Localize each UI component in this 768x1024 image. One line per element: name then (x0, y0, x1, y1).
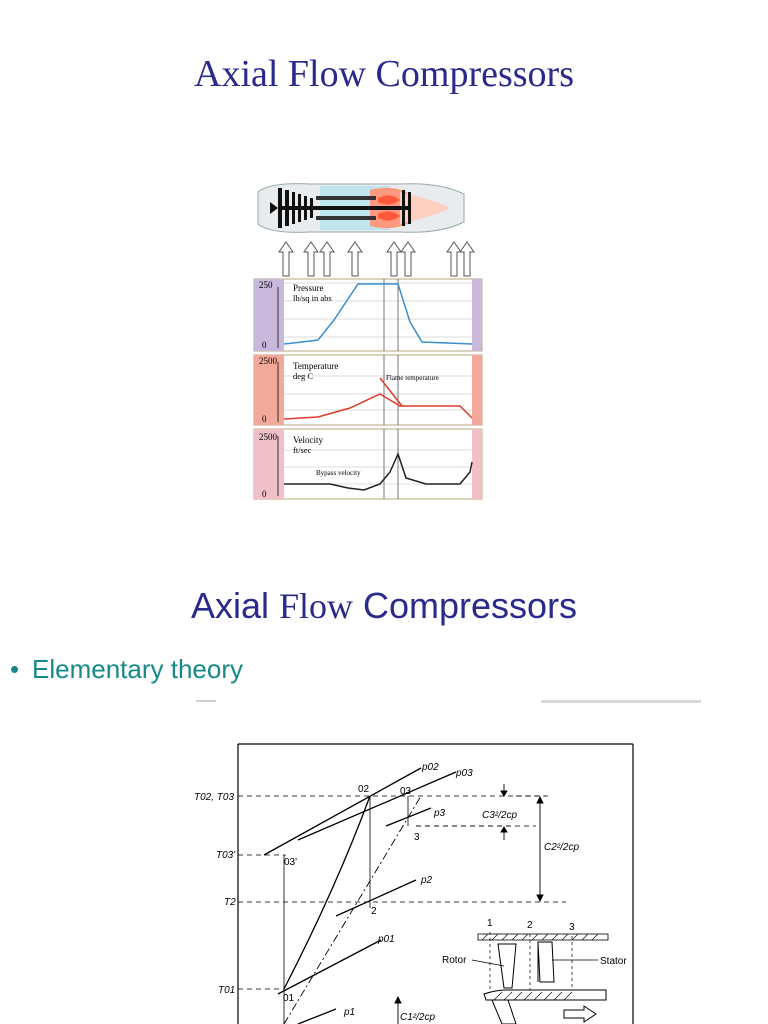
pressure-unit: lb/sq in abs (293, 293, 332, 303)
rotor-label: Rotor (442, 955, 467, 966)
label-T03p: T03' (216, 850, 236, 861)
stator-label: Stator (600, 956, 627, 967)
bullet-text: Elementary theory (32, 654, 243, 684)
rotor-stator-inset: 1 2 3 Rotor (442, 918, 627, 1024)
velocity-ymin: 0 (262, 489, 267, 499)
label-T01: T01 (218, 985, 235, 996)
label-T02-T03: T02, T03 (194, 792, 234, 803)
velocity-panel: 2500 0 Velocity ft/sec Bypass velocity (253, 428, 483, 500)
pressure-ymin: 0 (262, 340, 267, 350)
velocity-line (284, 451, 473, 491)
pressure-label: Pressure (293, 283, 324, 293)
pressure-panel: 250 0 Pressure lb/sq in abs (253, 278, 483, 352)
bullet-dot: • (10, 654, 20, 684)
flow-direction-arrow (563, 1005, 597, 1023)
engine-performance-figure: 250 0 Pressure lb/sq in abs 2500 0 Tempe… (250, 172, 486, 500)
velocity-unit: ft/sec (293, 445, 312, 455)
jet-engine-illustration (257, 183, 465, 233)
point-2: 2 (371, 906, 377, 917)
bypass-velocity-label: Bypass velocity (316, 469, 361, 477)
pressure-line (283, 283, 473, 345)
point-03: 03 (400, 786, 412, 797)
label-T2: T2 (224, 897, 236, 908)
point-01: 01 (283, 993, 295, 1004)
temperature-label: Temperature (293, 361, 338, 371)
velocity-label: Velocity (293, 435, 323, 445)
slide2-title-part1: Axial (190, 585, 279, 626)
stage-2-label: 2 (527, 920, 533, 931)
flame-temperature-line (379, 377, 403, 407)
temperature-ymin: 0 (262, 414, 267, 424)
point-02: 02 (358, 784, 370, 795)
station-arrows (278, 241, 475, 277)
slide2-title-part3: Compressors (353, 585, 578, 626)
label-p01: p01 (377, 934, 395, 945)
point-3: 3 (414, 832, 420, 843)
point-03p: 03' (284, 857, 297, 868)
label-c3: C3²/2cp (482, 810, 517, 821)
slide2-title-part2: Flow (278, 586, 353, 626)
ts-diagram: 02 03 03' 3 2 01 p02 p03 p3 p2 p01 p1 T0… (186, 698, 706, 1024)
temperature-line (283, 393, 473, 420)
label-c1: C1²/2cp (400, 1012, 435, 1023)
label-p03: p03 (455, 768, 473, 779)
stage-3-label: 3 (569, 922, 575, 933)
velocity-ymax: 2500 (259, 432, 278, 442)
flame-temperature-label: Flame temperature (386, 374, 439, 382)
temperature-panel: 2500 0 Temperature deg C Flame temperatu… (253, 354, 483, 426)
slide1-title: Axial Flow Compressors (194, 53, 574, 95)
temperature-ymax: 2500 (259, 356, 278, 366)
temperature-unit: deg C (293, 371, 313, 381)
label-p2: p2 (420, 875, 433, 886)
slide2-title: Axial Flow Compressors (0, 585, 768, 627)
label-p3: p3 (433, 808, 446, 819)
label-p02: p02 (421, 762, 439, 773)
bullet-item: • Elementary theory (10, 654, 243, 685)
pressure-ymax: 250 (259, 280, 273, 290)
label-p1: p1 (343, 1007, 355, 1018)
label-c2: C2²/2cp (544, 842, 579, 853)
stage-1-label: 1 (487, 918, 493, 929)
